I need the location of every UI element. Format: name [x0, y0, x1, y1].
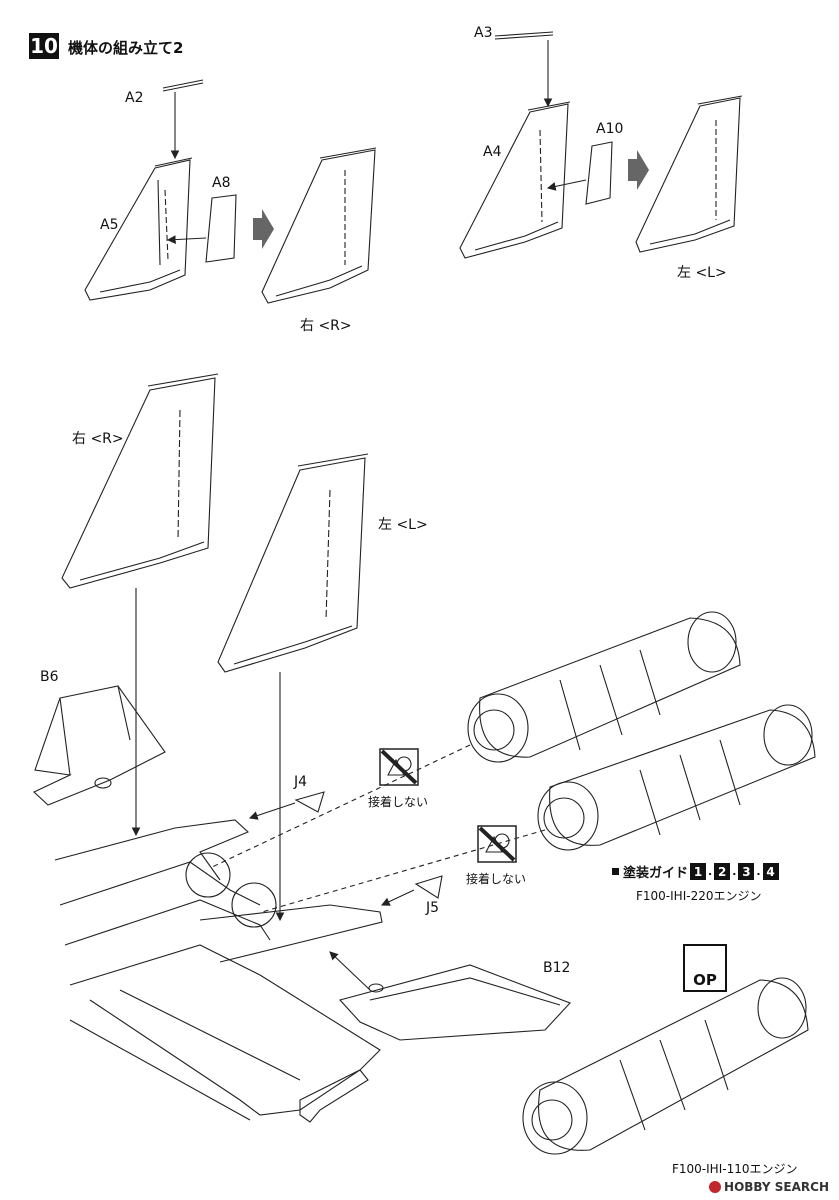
label-side-right-mid: 右 <R>: [72, 431, 124, 447]
part-a3-strip: [494, 31, 554, 37]
no-glue-label: 接着しない: [466, 872, 527, 886]
paint-guide-number: 1: [690, 863, 707, 880]
label-side-left-top: 左 <L>: [677, 265, 727, 281]
paint-guide-bullet: [612, 868, 619, 875]
part-j5: [414, 875, 443, 899]
option-parts-mark: OP: [683, 944, 727, 992]
hobby-search-logo-icon: [709, 1181, 722, 1193]
label-a8: A8: [212, 175, 231, 191]
label-a3: A3: [474, 25, 493, 41]
j4-arrow: [248, 802, 296, 820]
step-title: 機体の組み立て2: [68, 39, 184, 57]
exhaust-rear: [299, 1069, 369, 1123]
label-a10: A10: [596, 121, 624, 137]
nozzle-right: [185, 852, 231, 898]
watermark: HOBBY SEARCH: [709, 1180, 829, 1194]
paint-guide-number: 3: [738, 863, 755, 880]
engine-ihi-220-upper: [467, 611, 741, 763]
no-glue-label: 接着しない: [368, 795, 429, 809]
label-a2: A2: [125, 90, 144, 106]
fin-left-large: [217, 457, 366, 673]
fuselage-rear: [54, 819, 383, 1123]
step-number-badge: 10: [29, 33, 59, 59]
label-b12: B12: [543, 960, 571, 976]
b12-arrow: [329, 951, 371, 991]
watermark-text: HOBBY SEARCH: [724, 1180, 829, 1194]
j5-arrow: [381, 889, 415, 906]
fill-arrow-icon: [628, 150, 649, 190]
label-side-right-top: 右 <R>: [300, 318, 352, 334]
a8-arrow: [166, 235, 207, 244]
fin-right-subassembly: [84, 79, 237, 301]
a10-arrow: [546, 179, 587, 191]
b6-pin: [94, 777, 112, 789]
fin-right-large: [61, 377, 216, 589]
engine-label-220: F100-IHI-220エンジン: [636, 889, 762, 903]
paint-guide-number: 2: [714, 863, 731, 880]
part-a4-fin: [459, 103, 569, 259]
part-j4: [294, 791, 325, 813]
paint-guide-separator: .: [708, 865, 713, 878]
engine-ihi-220-lower: [537, 704, 816, 851]
paint-guide-separator: .: [732, 865, 737, 878]
no-glue-icon: [379, 748, 419, 786]
part-a8-plate: [205, 194, 237, 263]
engine-guide-right: [209, 744, 471, 869]
fill-arrow-icon: [253, 209, 274, 249]
engine-label-110: F100-IHI-110エンジン: [672, 1162, 798, 1176]
label-a4: A4: [483, 144, 502, 160]
part-a2-strip: [162, 79, 204, 89]
label-j5: J5: [426, 900, 440, 916]
part-b6: [33, 685, 166, 806]
fin-left-subassembly: [459, 31, 613, 259]
part-b12: [338, 964, 571, 1041]
fin-left-completed: [635, 97, 741, 253]
paint-guide: 塗装ガイド 1 . 2 . 3 . 4: [612, 862, 779, 881]
label-a5: A5: [100, 217, 119, 233]
no-glue-icon: [477, 825, 517, 863]
nozzle-left: [231, 882, 277, 928]
label-b6: B6: [40, 669, 59, 685]
part-a5-fin: [84, 159, 191, 301]
paint-guide-number: 4: [762, 863, 779, 880]
part-a10-plate: [585, 141, 613, 205]
option-mark-text: OP: [693, 971, 717, 989]
fin-right-completed: [261, 149, 376, 304]
paint-guide-separator: .: [756, 865, 761, 878]
label-side-left-mid: 左 <L>: [378, 517, 428, 533]
label-j4: J4: [294, 774, 308, 790]
paint-guide-label: 塗装ガイド: [623, 866, 689, 881]
engine-ihi-110: [522, 977, 809, 1155]
